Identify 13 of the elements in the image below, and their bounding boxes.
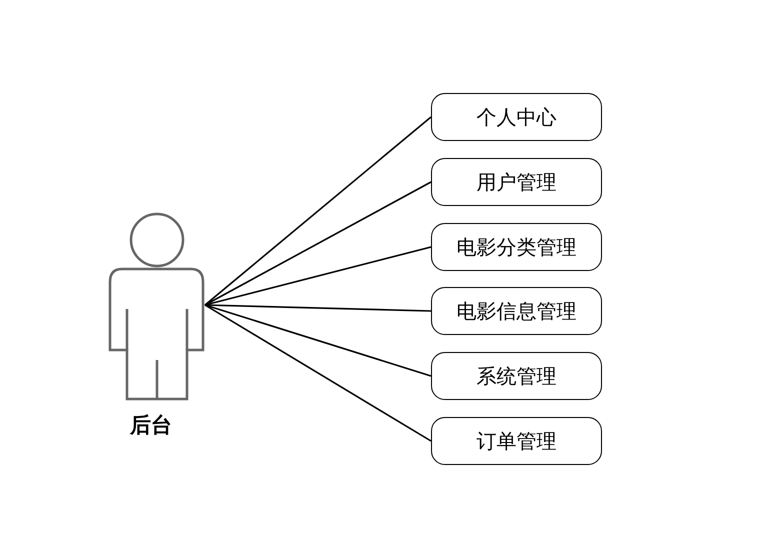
- connector-line: [204, 181, 432, 306]
- use-case-box: 个人中心: [431, 93, 602, 141]
- connector-line: [204, 116, 432, 306]
- use-case-box: 电影分类管理: [431, 223, 602, 271]
- connector-line: [204, 304, 432, 377]
- use-case-box: 系统管理: [431, 352, 602, 400]
- use-case-box: 用户管理: [431, 158, 602, 206]
- connector-line: [204, 304, 432, 442]
- connector-line: [204, 304, 432, 312]
- use-case-box: 电影信息管理: [431, 287, 602, 335]
- connector-line: [204, 246, 432, 306]
- actor-label: 后台: [130, 412, 172, 439]
- use-case-box: 订单管理: [431, 417, 602, 465]
